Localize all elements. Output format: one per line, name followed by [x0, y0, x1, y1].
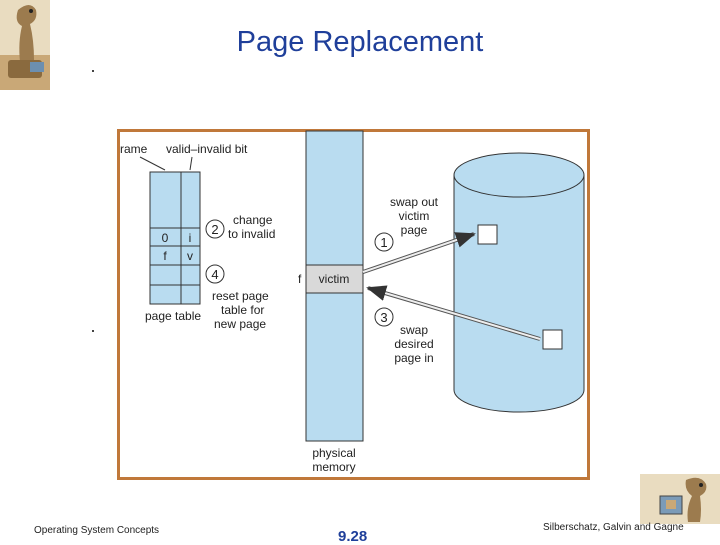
step-1-number: 1 — [380, 235, 387, 250]
footer-course: Operating System Concepts — [34, 525, 160, 536]
step-1-badge — [374, 232, 394, 252]
physical-memory-label-1: physical — [312, 446, 355, 460]
decorative-dot — [92, 70, 94, 72]
frame-column-label: rame — [120, 142, 148, 156]
step-3-number: 3 — [380, 310, 387, 325]
step-2-number: 2 — [211, 222, 218, 237]
bit-label-pointer — [189, 156, 193, 171]
slide-title: Page Replacement — [236, 26, 484, 58]
step-1-line-2: victim — [399, 209, 430, 223]
step-3-badge — [374, 307, 394, 327]
page-table: 0 i f v — [149, 171, 201, 305]
dinosaur-footer-icon — [640, 474, 720, 524]
step-1-line-3: page — [401, 223, 428, 237]
page-table-bit-cell: i — [189, 231, 192, 245]
swap-in-arrow — [366, 285, 541, 340]
page-number: 9.28 — [338, 528, 368, 545]
victim-label: victim — [319, 272, 350, 286]
page-table-frame-cell: 0 — [162, 231, 169, 245]
step-4-number: 4 — [211, 267, 218, 282]
step-1-line-1: swap out — [390, 195, 439, 209]
backing-store-disk — [453, 152, 585, 413]
step-4-line-1: reset page — [212, 289, 269, 303]
footer-authors: Silberschatz, Galvin and Gagne — [543, 522, 684, 533]
step-2-line-2: to invalid — [228, 227, 275, 241]
victim-page-on-disk — [477, 224, 498, 245]
valid-invalid-bit-label: valid–invalid bit — [166, 142, 248, 156]
step-4-line-2: table for — [221, 303, 264, 317]
dinosaur-logo-icon — [0, 0, 50, 90]
step-3-line-3: page in — [394, 351, 433, 365]
victim-frame — [305, 264, 364, 294]
step-4-line-3: new page — [214, 317, 266, 331]
step-3-line-1: swap — [400, 323, 428, 337]
step-4-badge — [205, 264, 225, 284]
desired-page-on-disk — [542, 329, 563, 350]
physical-memory-label-2: memory — [312, 460, 355, 474]
step-2-badge — [205, 219, 225, 239]
step-2-line-1: change — [233, 213, 273, 227]
frame-label-pointer — [139, 156, 166, 171]
page-table-bit-cell: v — [187, 249, 193, 263]
decorative-dot — [92, 330, 94, 332]
page-table-frame-cell: f — [163, 249, 167, 263]
page-table-label: page table — [145, 309, 201, 323]
swap-out-arrow — [362, 232, 476, 273]
memory-frame-label: f — [298, 272, 302, 286]
step-3-line-2: desired — [394, 337, 433, 351]
